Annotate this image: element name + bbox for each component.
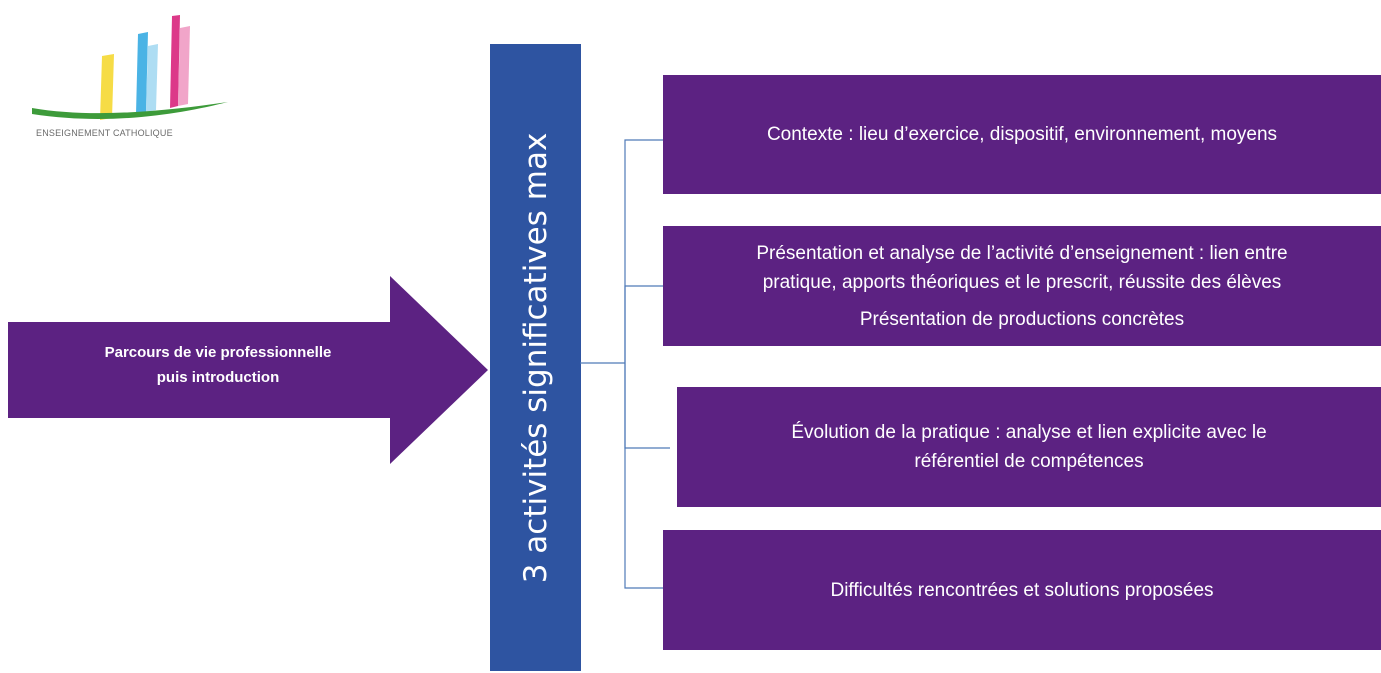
activities-banner: 3 activités significatives max: [490, 44, 581, 671]
intro-arrow: Parcours de vie professionnelle puis int…: [8, 276, 488, 464]
connector-box-2: [624, 285, 663, 363]
box-1-line-1: Contexte : lieu d’exercice, dispositif, …: [766, 124, 1278, 145]
connector-box-1: [624, 139, 663, 363]
box-3-line-1: Évolution de la pratique : analyse et li…: [791, 422, 1267, 443]
logo-text: ENSEIGNEMENT CATHOLIQUE: [36, 128, 173, 138]
connector-lines: [580, 139, 670, 589]
box-2-line-1: Présentation et analyse de l’activité d’…: [756, 242, 1288, 264]
box-3-line-2: référentiel de compétences: [914, 451, 1144, 472]
logo: ENSEIGNEMENT CATHOLIQUE: [30, 10, 230, 150]
banner-title: 3 activités significatives max: [517, 132, 554, 583]
arrow-label-line-2: puis introduction: [156, 369, 280, 386]
box-contexte: Contexte : lieu d’exercice, dispositif, …: [663, 75, 1381, 194]
logo-graphic: [32, 15, 228, 120]
connector-box-4: [624, 363, 663, 589]
box-difficultes: Difficultés rencontrées et solutions pro…: [663, 530, 1381, 650]
arrow-label-line-1: Parcours de vie professionnelle: [104, 344, 332, 361]
box-4-line-1: Difficultés rencontrées et solutions pro…: [830, 579, 1214, 601]
box-presentation: Présentation et analyse de l’activité d’…: [663, 226, 1381, 346]
arrow-shape: [8, 276, 488, 464]
box-2-line-2: pratique, apports théoriques et le presc…: [762, 271, 1282, 293]
box-evolution: Évolution de la pratique : analyse et li…: [677, 387, 1381, 507]
connector-box-3: [624, 363, 670, 449]
box-2-line-3: Présentation de productions concrètes: [859, 308, 1185, 330]
arrow-label: Parcours de vie professionnelle puis int…: [48, 340, 388, 390]
